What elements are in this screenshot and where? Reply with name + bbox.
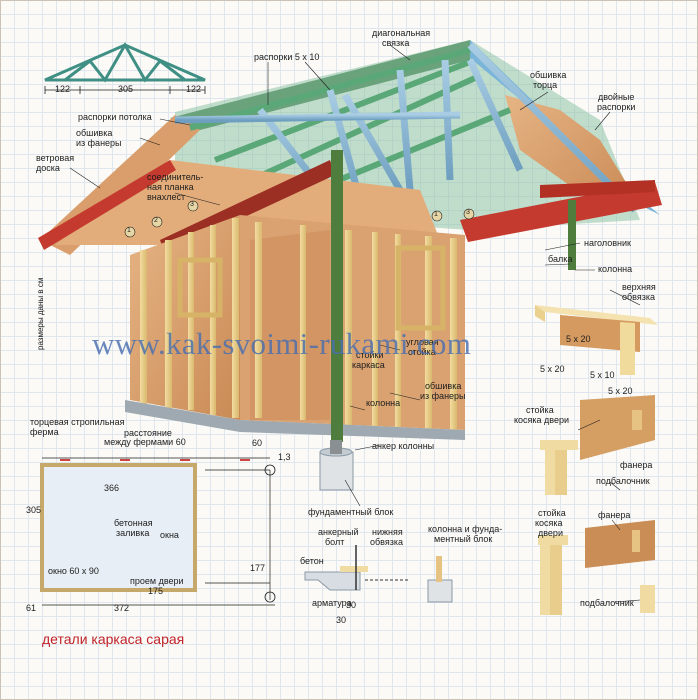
anchor-detail [304,545,453,603]
callout-1b: 1 [434,211,438,218]
label-verhnyaya-2: обвязка [622,292,655,302]
callout-2: 2 [154,217,158,224]
watermark: www.kak-svoimi-rukami.com [92,326,472,361]
plan-dim-61: 61 [26,603,37,613]
label-stoika-b1: стойка [538,508,566,518]
label-ankerny-2: болт [325,537,345,547]
label-fund-blok: фундаментный блок [308,507,394,517]
label-beton: бетон [300,556,324,566]
label-obshivka-torca-2: торца [533,80,558,90]
label-obshivka-wall-2: из фанеры [420,391,466,401]
label-ugolnaya-2: стойка [408,347,436,357]
top-plate-detail [535,305,658,375]
caption: детали каркаса сарая [42,631,185,647]
truss-dim-left: 122 [55,84,71,94]
label-ankor-kolonny: анкер колонны [372,441,435,451]
label-verhnyaya-1: верхняя [622,282,656,292]
label-nagolovnik: наголовник [584,238,631,248]
truss-icon [44,41,206,83]
label-stoika-kosyak-2: косяка двери [514,415,570,425]
label-kolonna-fund-2: ментный блок [434,534,493,544]
walls [125,150,576,491]
plan-dim-372: 372 [114,603,130,613]
label-rasstoyanie-1: расстояние [124,428,172,438]
truss-dim-right: 122 [186,84,202,94]
plate-dim-5x10: 5 x 10 [590,370,615,380]
door-detail-2 [538,520,655,615]
label-stoiki-2: каркаса [352,360,385,370]
plate-dim-5x20: 5 x 20 [566,334,591,344]
label-diagonal-1: диагональная [372,28,431,38]
label-obshivka-fanery-1: обшивка [76,128,113,138]
label-vetrovaya-2: доска [36,163,60,173]
label-torcevaya-1: торцевая стропильная [30,417,125,427]
label-ankerny-1: анкерный [318,527,359,537]
side-note: размеры даны в см [36,277,45,350]
label-soedin-2: ная планка [147,182,194,192]
label-stoika-b3: двери [538,528,563,538]
plan-dim-175: 175 [148,586,164,596]
label-kolonna-right: колонна [598,264,633,274]
label-okna: окна [160,530,179,540]
label-stoika-kosyak-1: стойка [526,405,554,415]
callout-1: 1 [127,227,131,234]
truss-dim-mid: 305 [118,84,134,94]
label-nizhnyaya-2: обвязка [370,537,403,547]
anchor-dim-30b: 30 [336,615,347,625]
callout-3: 3 [190,201,194,208]
floor-plan [40,457,276,606]
plan-dim-366: 366 [104,483,120,493]
label-vetrovaya-1: ветровая [36,153,75,163]
label-obshivka-torca-1: обшивка [530,70,567,80]
label-fanera: фанера [620,460,653,470]
label-obshivka-fanery-2: из фанеры [76,138,122,148]
label-fanera-b: фанера [598,510,631,520]
label-obshivka-wall-1: обшивка [425,381,462,391]
label-proem-dveri: проем двери [130,576,184,586]
label-torcevaya-2: ферма [30,427,59,437]
label-diagonal-2: связка [382,38,410,48]
plan-dim-1-3: 1,3 [278,452,291,462]
label-balka: балка [548,254,573,264]
label-dvoinye-1: двойные [598,92,635,102]
label-nizhnyaya-1: нижняя [372,527,403,537]
label-armatura: арматура [312,598,352,608]
label-rasporki: распорки 5 x 10 [254,52,320,62]
label-stoiki-1: стойки [356,350,384,360]
label-kolonna-fund-1: колонна и фунда- [428,524,503,534]
label-rasporki-potolka: распорки потолка [78,112,152,122]
label-soedin-3: внахлест [147,192,186,202]
plate-dim-5x20b: 5 x 20 [540,364,565,374]
door-dim-5x20: 5 x 20 [608,386,633,396]
door-detail-1 [540,395,655,495]
label-betonnaya-2: заливка [116,528,150,538]
leader-lines [69,44,641,603]
label-okno-60x90: окно 60 x 90 [48,566,99,576]
label-stoika-b2: косяка [535,518,563,528]
label-soedin-1: соединитель- [147,172,204,182]
callout-3b: 3 [466,209,470,216]
label-podbalochnik: подбалочник [596,476,650,486]
plan-dim-60: 60 [252,438,263,448]
label-podbalochnik-b: подбалочник [580,598,634,608]
label-dvoinye-2: распорки [597,102,636,112]
label-betonnaya-1: бетонная [114,518,153,528]
roof [38,40,662,255]
anchor-dim-30a: 30 [346,600,357,610]
plan-dim-177: 177 [250,563,266,573]
plan-dim-305: 305 [26,505,42,515]
label-ugolnaya-1: угловая [406,337,439,347]
callouts [124,200,475,238]
label-kolonna-center: колонна [366,398,401,408]
label-rasstoyanie-2: между фермами 60 [104,437,186,447]
